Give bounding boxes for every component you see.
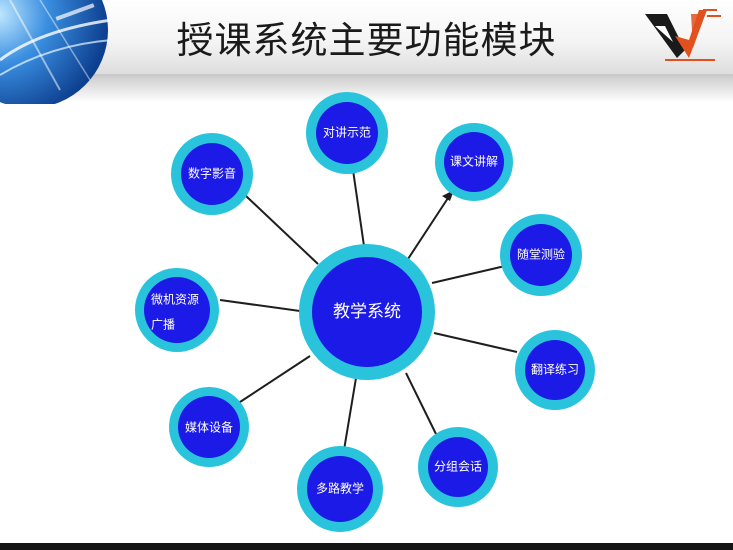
connector-meiti-shebei — [236, 355, 311, 405]
module-label-guangbo: 广播 — [151, 318, 175, 332]
module-node-duijiang-shifan: 对讲示范 — [306, 92, 388, 174]
module-label-suitang-ceyan: 随堂测验 — [517, 247, 565, 262]
module-label-kewen-jiangjie: 课文讲解 — [450, 154, 498, 169]
center-node: 教学系统 — [299, 244, 435, 380]
connector-weiji-ziyuan-guangbo — [219, 299, 301, 312]
module-node-fanyi-lianxi: 翻译练习 — [515, 330, 595, 410]
slide-title: 授课系统主要功能模块 — [176, 19, 557, 62]
module-node-suitang-ceyan: 随堂测验 — [500, 214, 582, 296]
module-label-duijiang-shifan: 对讲示范 — [323, 125, 371, 140]
module-node-kewen-jiangjie: 课文讲解 — [435, 123, 513, 201]
connector-shuzi-yingyin — [245, 195, 319, 265]
slide-header — [0, 0, 733, 76]
corner-decoration — [0, 0, 112, 104]
connector-duijiang-shifan — [352, 169, 365, 247]
module-label-shuzi-yingyin: 数字影音 — [188, 166, 236, 181]
connector-suitang-ceyan — [431, 265, 506, 284]
brand-logo — [645, 6, 725, 62]
module-label-duolu-jiaoxue: 多路教学 — [316, 481, 364, 496]
connector-fanyi-lianxi — [433, 332, 518, 353]
module-node-shuzi-yingyin: 数字影音 — [171, 133, 253, 215]
module-node-weiji-ziyuan-guangbo: 微机资源 广播 — [135, 268, 219, 352]
bottom-bar — [0, 543, 733, 550]
center-node-label: 教学系统 — [333, 302, 401, 322]
module-label-fenzu-huihua: 分组会话 — [434, 460, 482, 474]
connector-kewen-jiangjie — [407, 194, 451, 260]
module-label-weiji-ziyuan: 微机资源 — [151, 293, 199, 307]
module-label-meiti-shebei: 媒体设备 — [185, 421, 233, 435]
connector-fenzu-huihua — [405, 372, 437, 435]
module-label-fanyi-lianxi: 翻译练习 — [531, 362, 579, 377]
module-node-layer: 对讲示范 课文讲解 随堂测验 翻译练习 分组会话 多路教学 — [135, 92, 595, 532]
module-node-fenzu-huihua: 分组会话 — [418, 427, 498, 507]
connector-layer — [219, 169, 518, 457]
module-node-meiti-shebei: 媒体设备 — [169, 387, 249, 467]
connector-duolu-jiaoxue — [342, 377, 357, 457]
module-node-duolu-jiaoxue: 多路教学 — [297, 446, 383, 532]
